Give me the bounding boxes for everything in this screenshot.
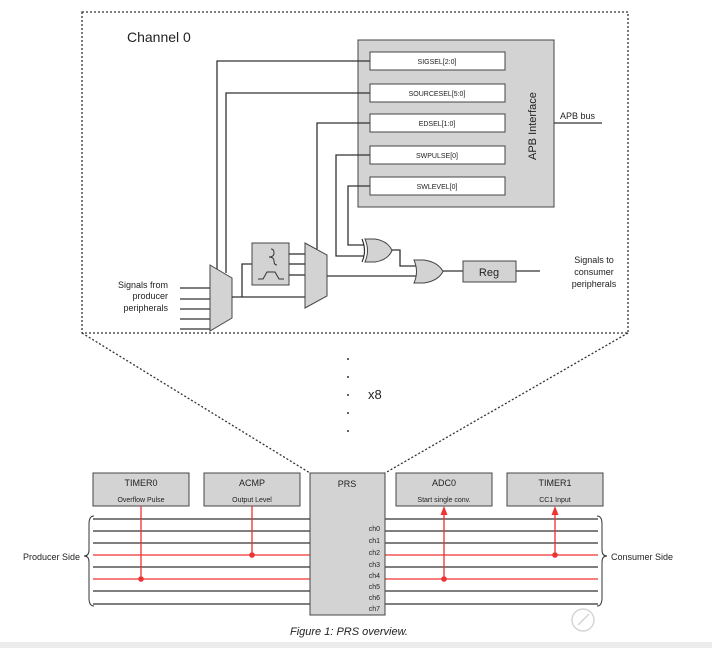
bottom-bar: [0, 642, 712, 648]
reg-label: Reg: [479, 267, 499, 279]
edge-select-mux: [304, 242, 328, 309]
svg-text:CC1 Input: CC1 Input: [539, 497, 571, 504]
inputs-label-3: peripherals: [123, 303, 168, 313]
apb-bus-label: APB bus: [560, 111, 596, 121]
svg-text:SOURCESEL[5:0]: SOURCESEL[5:0]: [409, 91, 466, 98]
svg-text:ch0: ch0: [369, 526, 380, 533]
multiplier-label: x8: [368, 387, 382, 402]
consumer-timer1: [506, 472, 604, 507]
inputs-label-2: producer: [132, 291, 168, 301]
svg-text:ch3: ch3: [369, 562, 380, 569]
svg-text:Start single conv.: Start single conv.: [417, 497, 470, 504]
ellipsis-dots: [347, 358, 349, 432]
register-list: SIGSEL[2:0] SOURCESEL[5:0] EDSEL[1:0] SW…: [369, 51, 506, 196]
connection-dot: [552, 552, 558, 558]
outputs-label-2: consumer: [574, 267, 614, 277]
outputs-label-1: Signals to: [574, 255, 614, 265]
connection-dot: [441, 576, 447, 582]
svg-text:ch4: ch4: [369, 573, 380, 580]
svg-text:SIGSEL[2:0]: SIGSEL[2:0]: [418, 59, 457, 66]
watermark-logo: [571, 608, 595, 632]
svg-text:ADC0: ADC0: [432, 478, 456, 488]
consumer-adc0: [395, 472, 493, 507]
connection-dot: [138, 576, 144, 582]
svg-text:EDSEL[1:0]: EDSEL[1:0]: [419, 121, 456, 128]
prs-block: [309, 472, 386, 616]
svg-text:ch1: ch1: [369, 538, 380, 545]
channel-frame: [81, 11, 629, 334]
producer-timer0: [92, 472, 190, 507]
svg-text:SWPULSE[0]: SWPULSE[0]: [416, 153, 458, 160]
signal-select-mux: [209, 264, 233, 332]
producer-acmp: [203, 472, 301, 507]
svg-text:ch2: ch2: [369, 550, 380, 557]
svg-text:ch5: ch5: [369, 584, 380, 591]
connection-dot: [249, 552, 255, 558]
producer-brace: [83, 515, 95, 607]
svg-text:Output Level: Output Level: [232, 497, 272, 504]
arrow-up-icon: [551, 506, 559, 515]
consumer-side-label: Consumer Side: [611, 552, 673, 562]
inputs-label-1: Signals from: [118, 280, 168, 290]
svg-text:ch6: ch6: [369, 595, 380, 602]
svg-text:ch7: ch7: [369, 606, 380, 613]
apb-interface-label: APB Interface: [527, 92, 539, 160]
prs-channel-labels: ch0 ch1 ch2 ch3 ch4 ch5 ch6 ch7: [369, 526, 380, 613]
svg-text:SWLEVEL[0]: SWLEVEL[0]: [417, 184, 458, 191]
prs-title: PRS: [338, 479, 357, 489]
svg-text:Overflow Pulse: Overflow Pulse: [117, 497, 164, 504]
edge-rise-fall-icon: [268, 248, 278, 266]
consumer-brace: [596, 515, 608, 607]
svg-text:TIMER1: TIMER1: [538, 478, 571, 488]
or-gate: [413, 259, 444, 284]
producer-input-lines: [180, 287, 210, 330]
outputs-label-3: peripherals: [572, 279, 617, 289]
arrow-up-icon: [440, 506, 448, 515]
channel-title: Channel 0: [127, 29, 191, 45]
producer-side-label: Producer Side: [23, 552, 80, 562]
edge-detect-block: [251, 242, 290, 286]
figure-caption: Figure 1: PRS overview.: [290, 626, 408, 638]
xor-gate: [361, 238, 393, 263]
svg-text:TIMER0: TIMER0: [124, 478, 157, 488]
svg-text:ACMP: ACMP: [239, 478, 265, 488]
